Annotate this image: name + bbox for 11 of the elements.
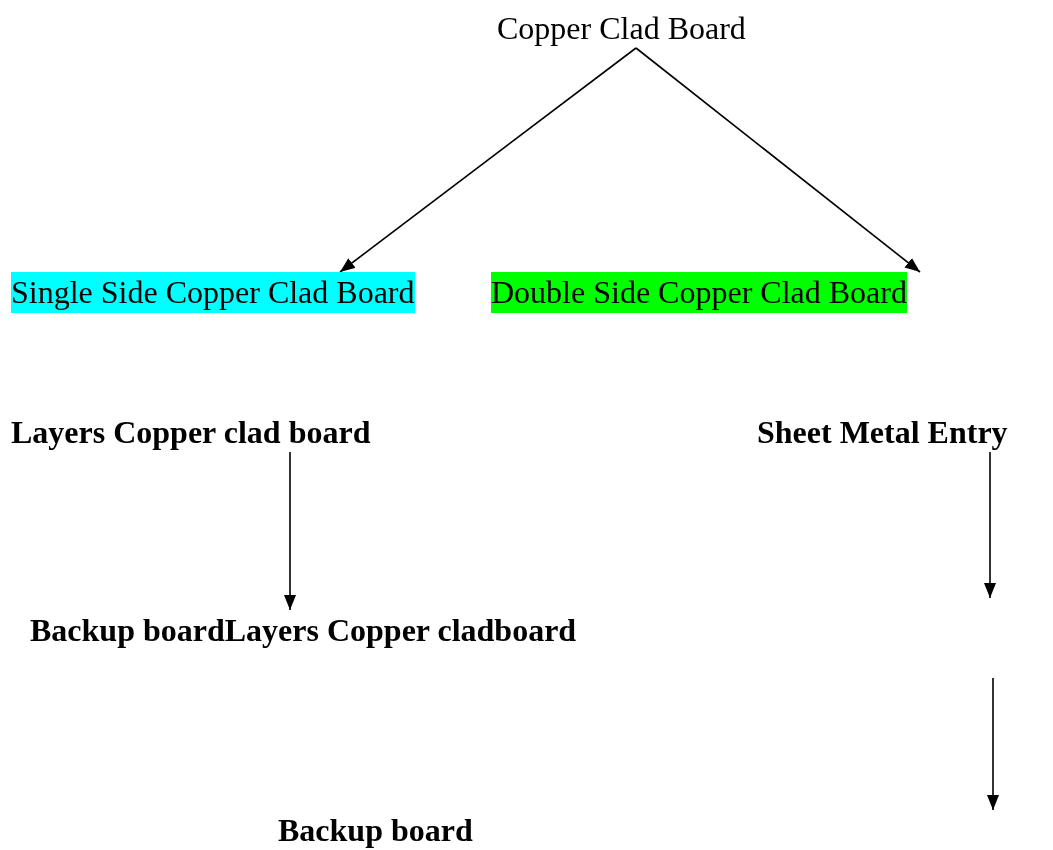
arrow [635,47,921,273]
arrow [339,47,637,273]
board-label: Copper Clad Board [497,8,746,48]
category-box: Double Side Copper Clad Board [491,272,907,313]
arrow [984,451,996,599]
arrow [284,451,296,611]
step-label: Backup board [278,810,473,850]
step-label: Sheet Metal Entry [757,412,1008,452]
category-box: Single Side Copper Clad Board [11,272,415,313]
step-label: Backup boardLayers Copper cladboard [30,610,577,650]
step-label: Layers Copper clad board [11,412,371,452]
